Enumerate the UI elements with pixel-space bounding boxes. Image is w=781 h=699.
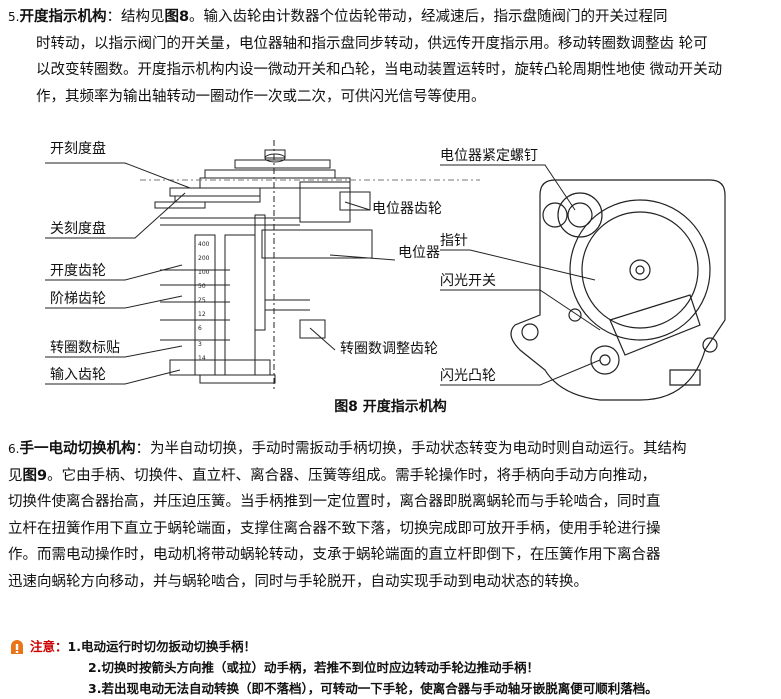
label-input-gear: 输入齿轮 — [50, 367, 106, 383]
section5-number: 5. — [8, 10, 20, 24]
scale-tick: 50 — [198, 283, 206, 290]
section5-line-3: 作，其频率为输出轴转动一圈动作一次或二次，可供闪光信号等使用。 — [36, 88, 486, 105]
label-flash-switch: 闪光开关 — [440, 273, 496, 289]
scale-tick: 3 — [198, 341, 202, 348]
scale-tick: 12 — [198, 311, 206, 318]
label-potentiometer: 电位器 — [398, 245, 440, 261]
section6-line-2: 。它由手柄、切换件、直立杆、离合器、压簧等组成。需手轮操作时，将手柄向手动方向推… — [47, 467, 657, 484]
section6-line-1: 见 — [8, 467, 23, 484]
scale-ticks: 400 200 100 50 25 12 6 3 14 — [198, 241, 210, 362]
section6-title: 手一电动切换机构 — [19, 441, 136, 457]
section5-figref: 图8 — [164, 9, 190, 25]
label-open-dial: 开刻度盘 — [50, 140, 106, 157]
label-turns-adjust-gear: 转圈数调整齿轮 — [340, 341, 438, 357]
label-close-dial: 关刻度盘 — [50, 220, 106, 237]
section6-line-4: 立杆在扭簧作用下直立于蜗轮端面，支撑住离合器不致下落，切换完成即可放开手柄，使用… — [8, 520, 661, 537]
section5-line-0: 。输入齿轮由计数器个位齿轮带动，经减速后，指示盘随阀门的开关过程同 — [189, 9, 668, 25]
section5-text-a: ：结构见 — [106, 9, 165, 25]
scale-tick: 200 — [198, 255, 210, 262]
section5-paragraph: 5.开度指示机构：结构见图8。输入齿轮由计数器个位齿轮带动，经减速后，指示盘随阀… — [8, 4, 776, 110]
label-flash-cam: 闪光凸轮 — [440, 368, 496, 384]
section6-line-6: 迅速向蜗轮方向移动，并与蜗轮啮合，同时与手轮脱开，自动实现手动到电动状态的转换。 — [8, 573, 588, 590]
figure-8-drawing: 400 200 100 50 25 12 6 3 14 开刻度盘 关刻度盘 开度… — [45, 140, 726, 401]
figure-caption: 图8 开度指示机构 — [334, 399, 447, 415]
note-head: 注意： — [30, 639, 68, 654]
section5-title: 开度指示机构 — [19, 9, 107, 25]
note-item-2: 2.切换时按箭头方向推（或拉）动手柄，若推不到位时应边转动手轮边推动手柄！ — [88, 660, 539, 675]
note-item-1: 1.电动运行时切勿扳动切换手柄！ — [67, 639, 256, 654]
section6-line-0: ：为半自动切换，手动时需扳动手柄切换，手动状态转变为电动时则自动运行。其结构 — [135, 441, 687, 457]
scale-tick: 25 — [198, 297, 206, 304]
section6-figref: 图9 — [22, 467, 48, 484]
note-item-3: 3.若出现电动无法自动转换（即不落档），可转动一下手轮，使离合器与手动轴牙嵌脱离… — [88, 681, 658, 696]
section6-number: 6. — [8, 442, 20, 456]
section6-line-5: 作。而需电动操作时，电动机将带动蜗轮转动，支承于蜗轮端面的直立杆即倒下，在压簧作… — [8, 547, 661, 563]
warning-note: 注意：1.电动运行时切勿扳动切换手柄！ 2.切换时按箭头方向推（或拉）动手柄，若… — [8, 636, 778, 699]
label-step-gear: 阶梯齿轮 — [50, 291, 106, 307]
section5-line-2: 以改变转圈数。开度指示机构内设一微动开关和凸轮，当电动装置运转时，旋转凸轮周期性… — [36, 62, 723, 78]
section5-line-1: 时转动，以指示阀门的开关量，电位器轴和指示盘同步转动，供远传开度指示用。移动转圈… — [36, 35, 708, 52]
section6-line-3: 切换件使离合器抬高，并压迫压簧。当手柄推到一定位置时，离合器即脱离蜗轮而与手轮啮… — [8, 494, 661, 510]
label-turns-sticker: 转圈数标贴 — [50, 340, 120, 356]
label-open-gear: 开度齿轮 — [50, 263, 106, 279]
label-pointer: 指针 — [440, 233, 468, 249]
section6-paragraph: 6.手一电动切换机构：为半自动切换，手动时需扳动手柄切换，手动状态转变为电动时则… — [8, 436, 776, 595]
warning-icon — [11, 640, 23, 654]
scale-tick: 400 — [198, 241, 210, 248]
label-potentiometer-gear: 电位器齿轮 — [372, 201, 442, 217]
scale-tick: 100 — [198, 269, 210, 276]
scale-tick: 14 — [198, 355, 206, 362]
label-potentiometer-screw: 电位器紧定螺钉 — [440, 148, 538, 164]
scale-tick: 6 — [198, 325, 202, 332]
